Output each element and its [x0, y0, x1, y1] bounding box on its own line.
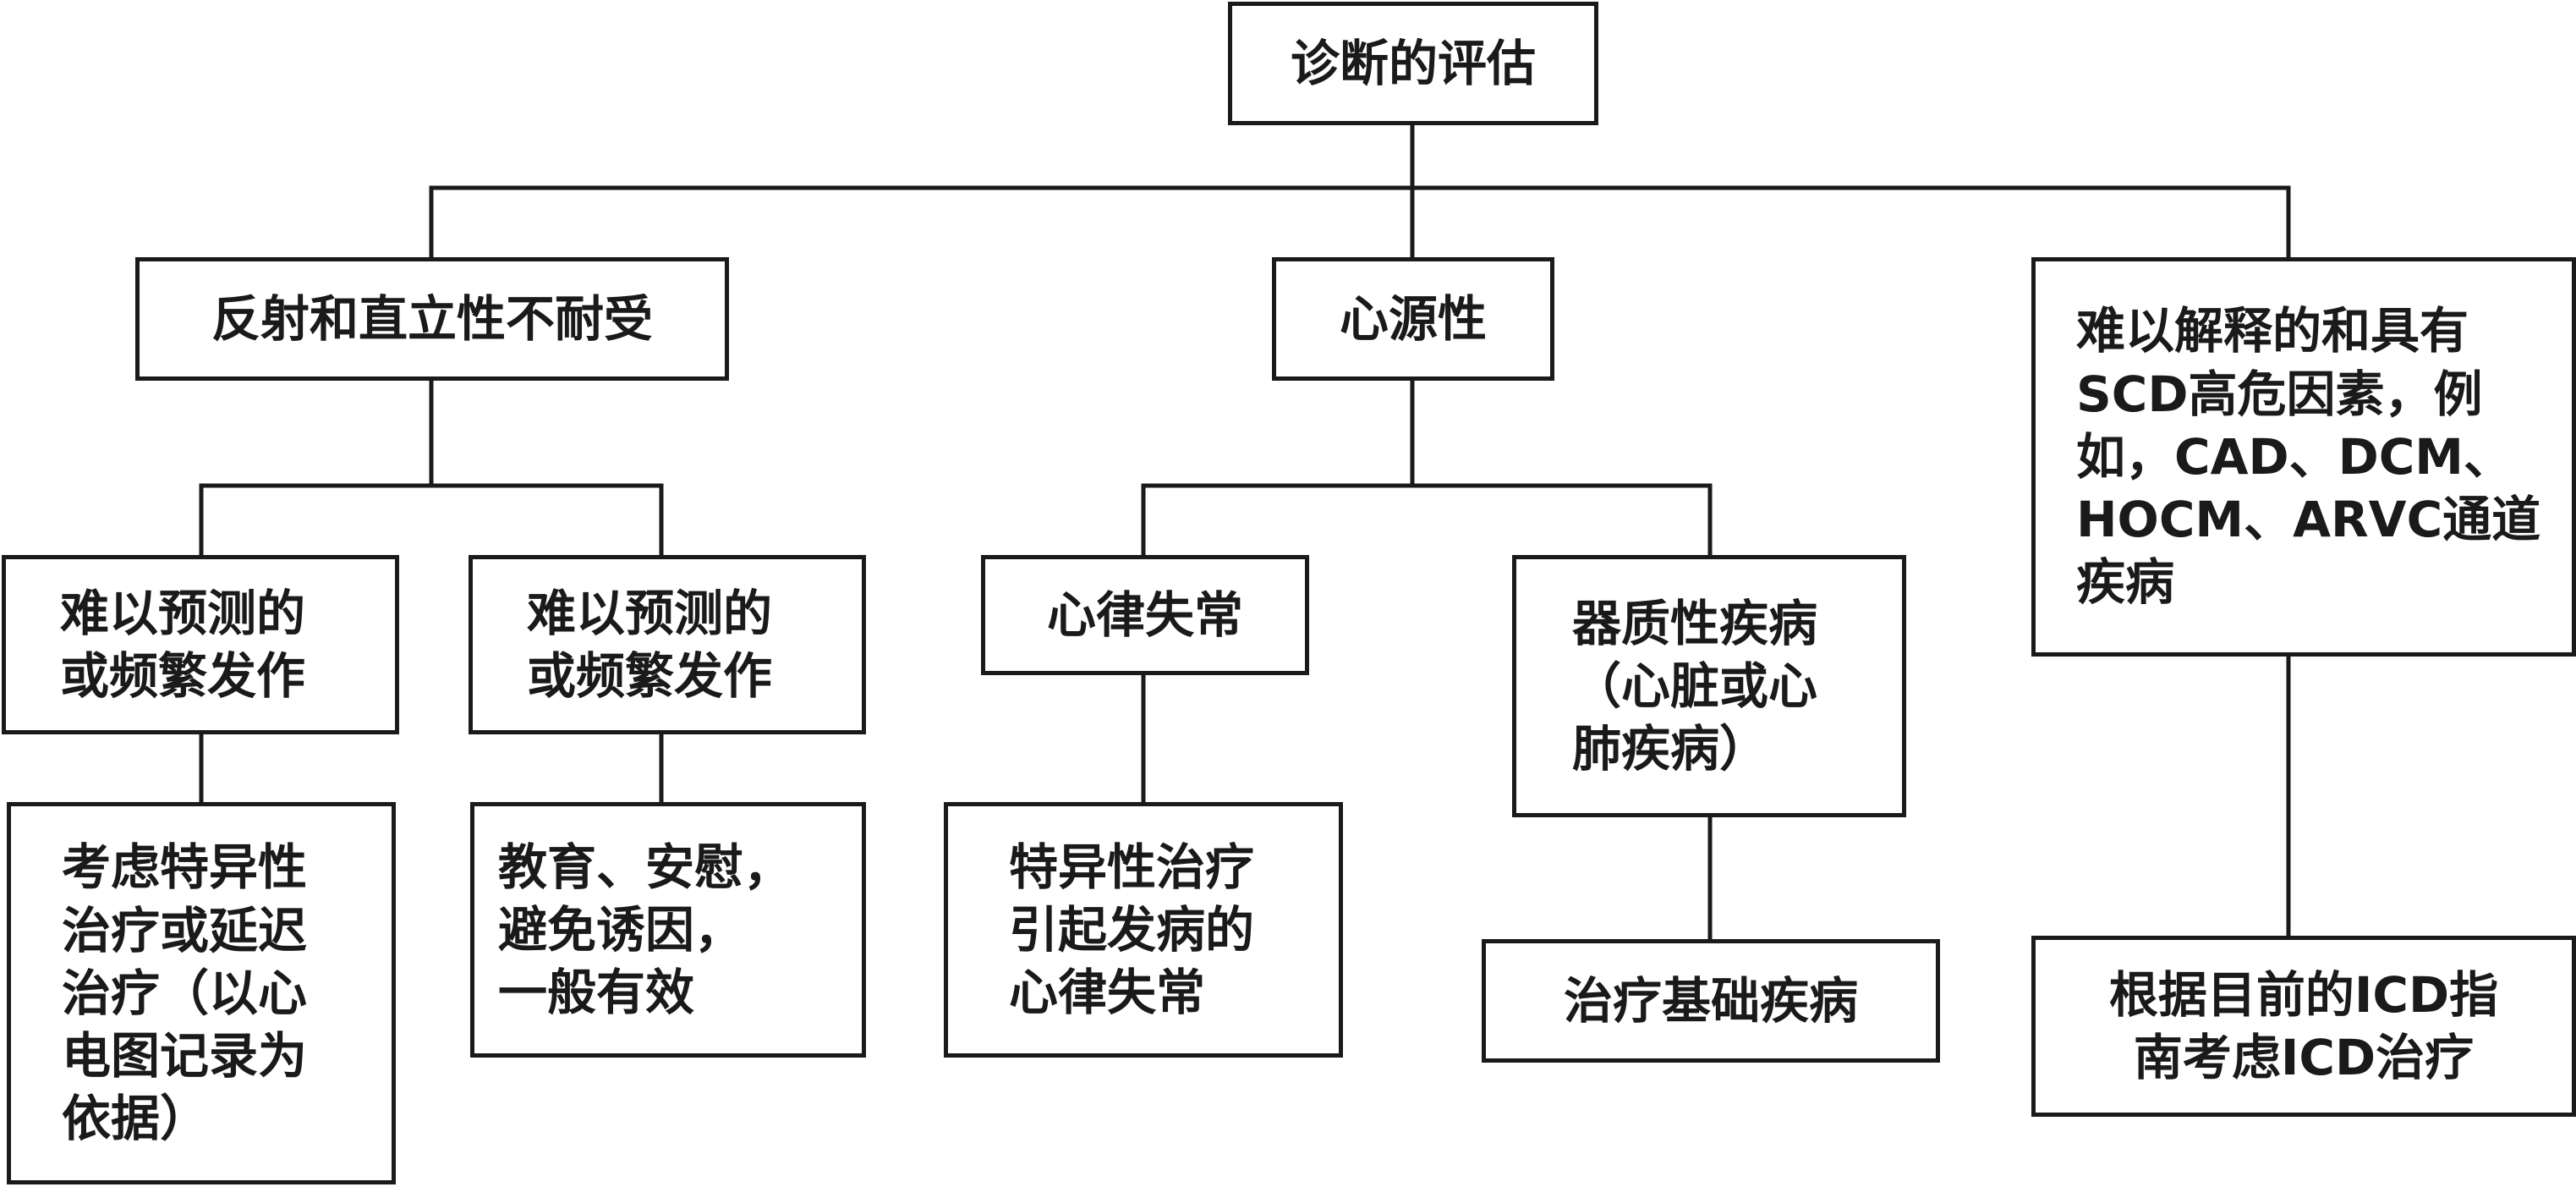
icd-therapy-node: 根据目前的ICD指 南考虑ICD治疗 — [2031, 936, 2576, 1117]
education-node: 教育、安慰， 避免诱因， 一般有效 — [470, 802, 866, 1058]
arrhythmia-therapy-node: 特异性治疗 引起发病的 心律失常 — [944, 802, 1343, 1058]
reflex-unpredictable-left-label: 难以预测的 或频繁发作 — [60, 584, 306, 705]
arrhythmia-therapy-label: 特异性治疗 引起发病的 心律失常 — [1009, 838, 1255, 1022]
reflex-label: 反射和直立性不耐受 — [211, 289, 653, 348]
icd-therapy-label: 根据目前的ICD指 南考虑ICD治疗 — [2108, 965, 2499, 1086]
reflex-unpredictable-right-label: 难以预测的 或频繁发作 — [527, 584, 773, 705]
unexplained-scd-label: 难以解释的和具有 SCD高危因素，例 如，CAD、DCM、 HOCM、ARVC通… — [2076, 302, 2541, 612]
root-node: 诊断的评估 — [1228, 2, 1598, 125]
reflex-unpredictable-left-node: 难以预测的 或频繁发作 — [2, 555, 399, 734]
specific-therapy-node: 考虑特异性 治疗或延迟 治疗（以心 电图记录为 依据） — [7, 802, 396, 1184]
structural-disease-label: 器质性疾病 （心脏或心 肺疾病） — [1572, 594, 1818, 778]
education-label: 教育、安慰， 避免诱因， 一般有效 — [498, 838, 793, 1022]
root-label: 诊断的评估 — [1290, 34, 1536, 92]
arrhythmia-node: 心律失常 — [981, 555, 1309, 675]
cardiac-node: 心源性 — [1272, 257, 1554, 381]
unexplained-scd-node: 难以解释的和具有 SCD高危因素，例 如，CAD、DCM、 HOCM、ARVC通… — [2031, 257, 2576, 657]
reflex-unpredictable-right-node: 难以预测的 或频繁发作 — [469, 555, 866, 734]
reflex-node: 反射和直立性不耐受 — [135, 257, 729, 381]
cardiac-label: 心源性 — [1339, 289, 1487, 348]
specific-therapy-label: 考虑特异性 治疗或延迟 治疗（以心 电图记录为 依据） — [62, 838, 308, 1148]
structural-disease-node: 器质性疾病 （心脏或心 肺疾病） — [1512, 555, 1906, 817]
treat-underlying-node: 治疗基础疾病 — [1482, 939, 1940, 1063]
arrhythmia-label: 心律失常 — [1046, 585, 1243, 644]
treat-underlying-label: 治疗基础疾病 — [1563, 971, 1858, 1030]
